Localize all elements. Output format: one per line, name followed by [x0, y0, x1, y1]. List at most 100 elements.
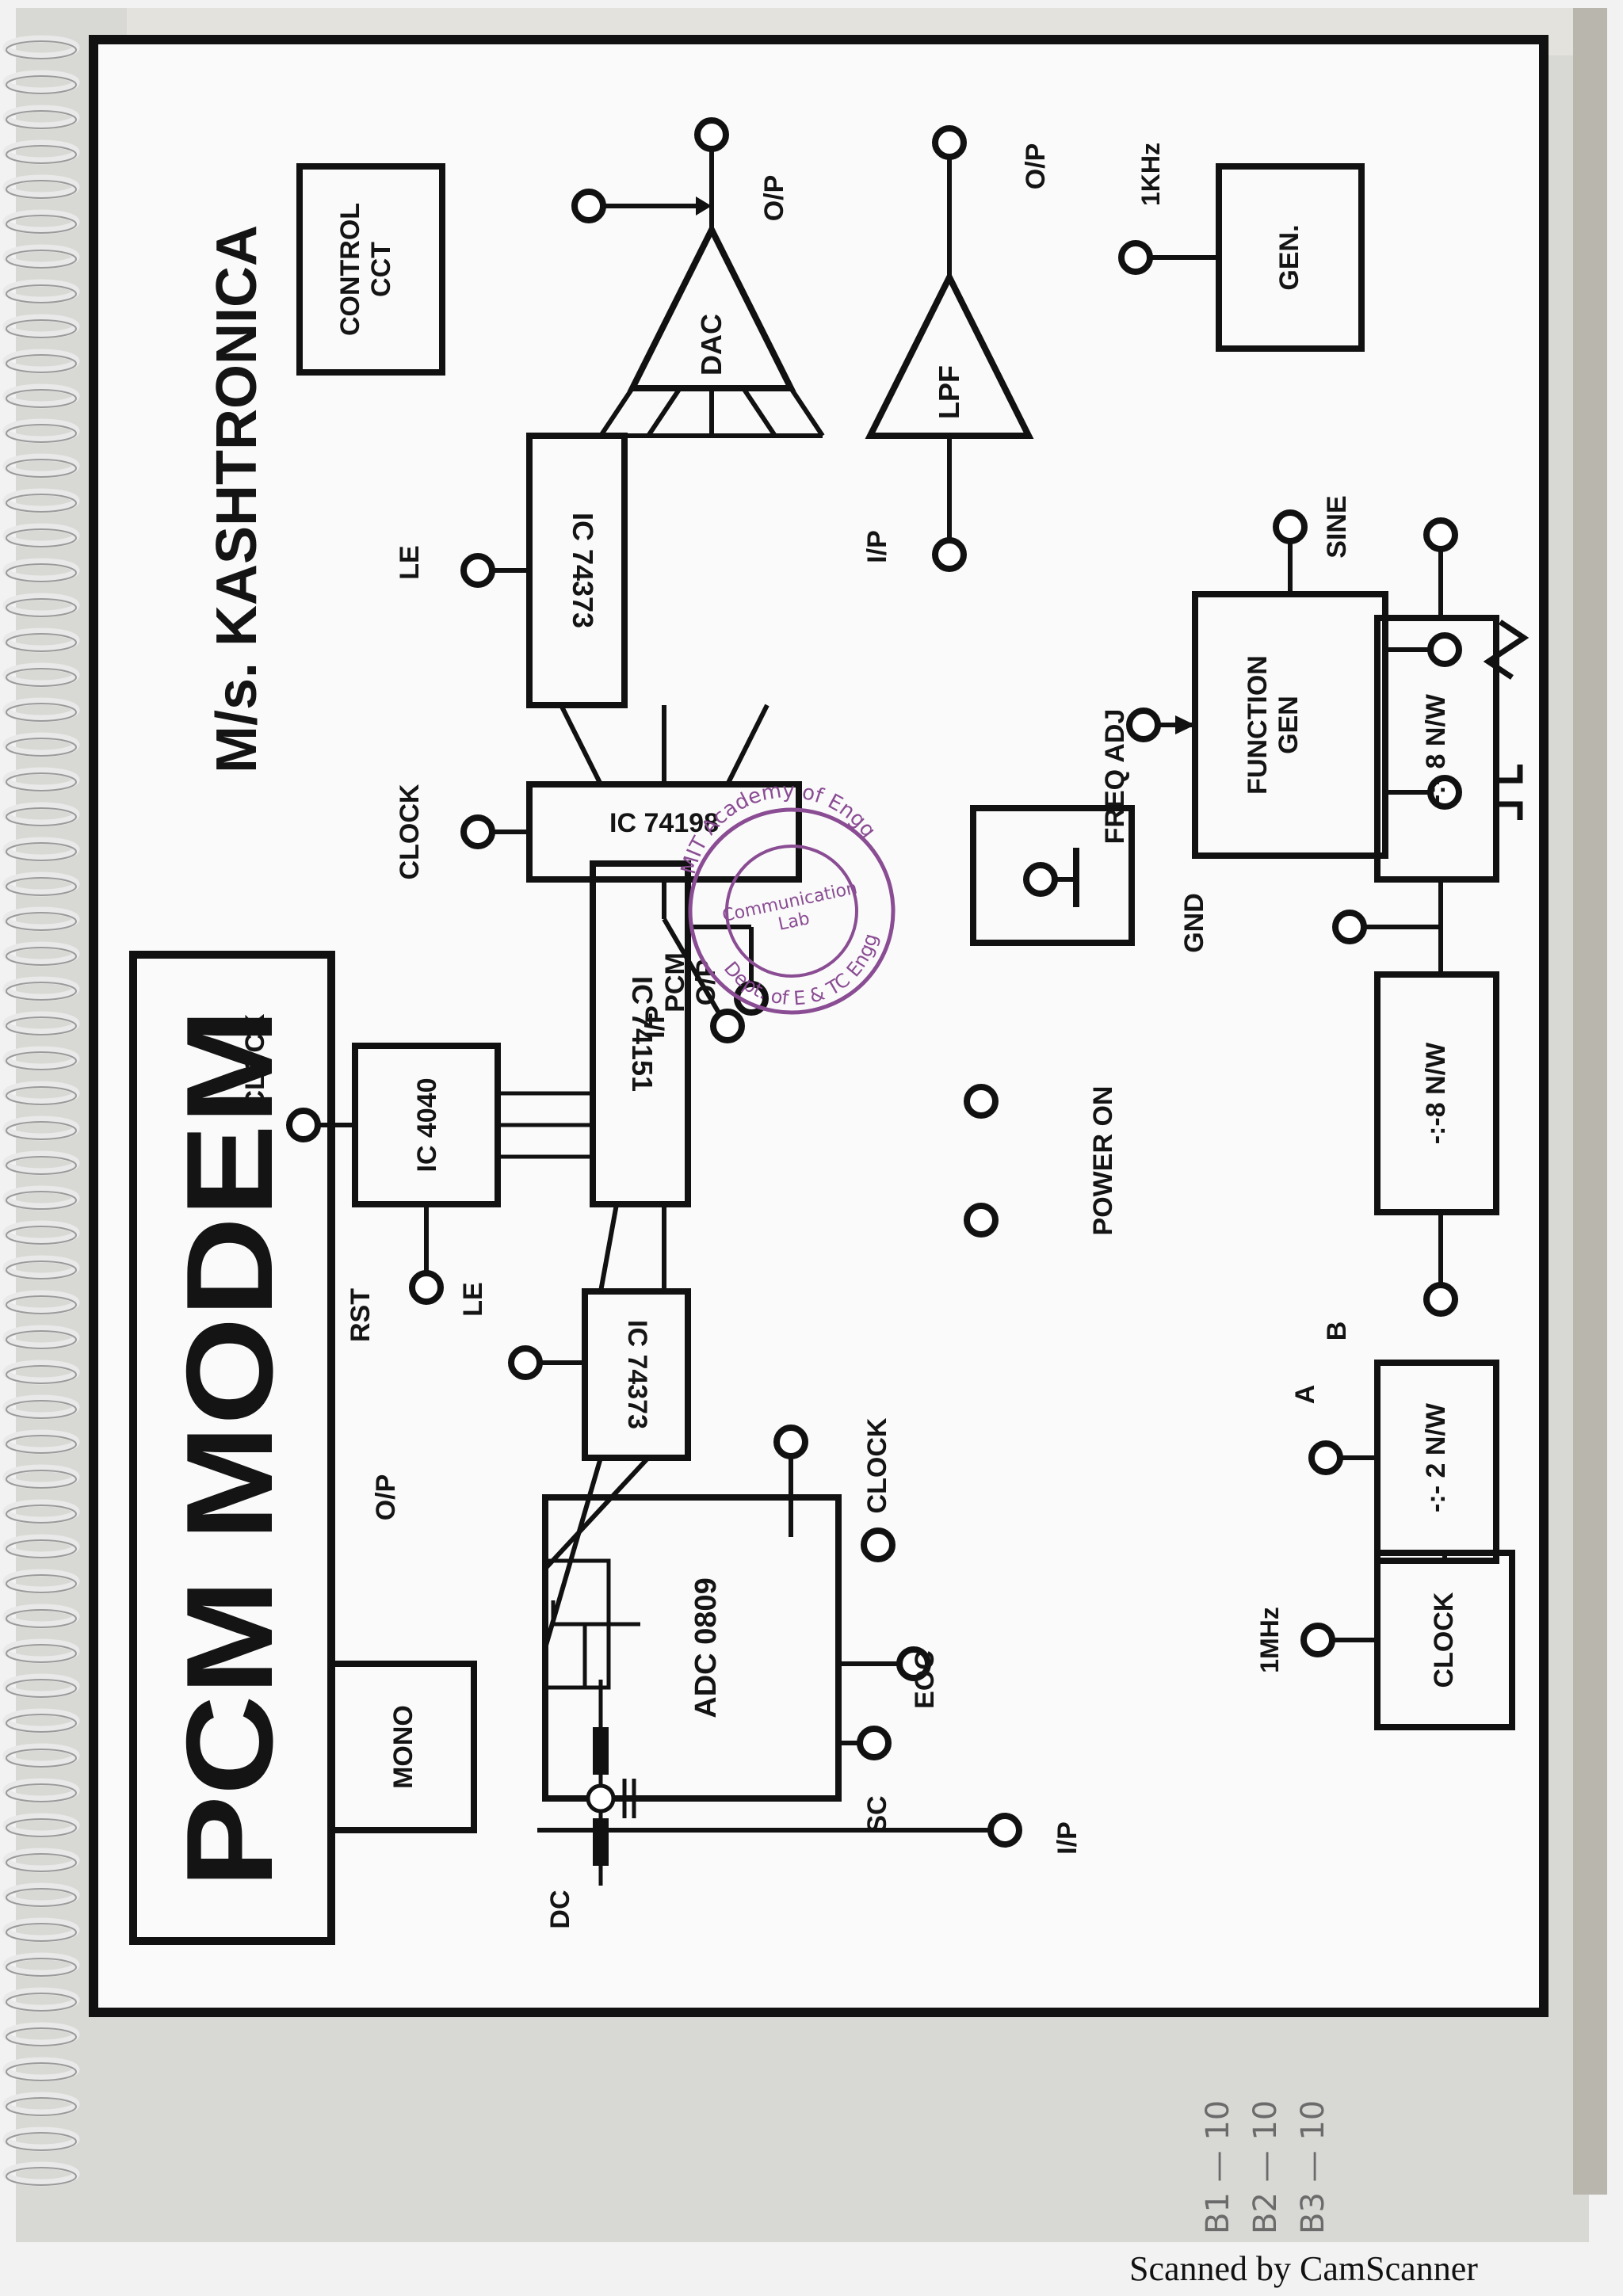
- dac-ref-terminal[interactable]: [571, 189, 606, 223]
- spiral-ring-shadow: [6, 75, 77, 94]
- spiral-ring-shadow: [6, 2062, 77, 2081]
- spiral-ring: [2, 1813, 80, 1838]
- b-terminal[interactable]: [1423, 1282, 1458, 1317]
- le-bottom-terminal[interactable]: [508, 1345, 543, 1380]
- clock-top-terminal[interactable]: [460, 814, 495, 849]
- freq-adj-knob[interactable]: [1126, 707, 1161, 742]
- gnd-terminal[interactable]: [1023, 862, 1058, 897]
- ip-bottom-terminal[interactable]: [987, 1813, 1022, 1848]
- lpf-label: LPF: [933, 365, 965, 419]
- triangle-output-terminal[interactable]: [1427, 632, 1462, 667]
- control-circuit-block: [296, 163, 445, 376]
- sc-label: SC: [862, 1795, 892, 1833]
- spiral-ring-shadow: [6, 145, 77, 164]
- ip-top-terminal[interactable]: [710, 1009, 745, 1043]
- lpf-input-label: I/P: [862, 530, 892, 563]
- divide-by-2-block: [1374, 1360, 1499, 1564]
- freq-adj-label: FREQ ADJ: [1100, 709, 1130, 845]
- spiral-ring: [2, 2126, 80, 2152]
- function-generator-label: FUNCTIONGEN: [1243, 655, 1304, 795]
- clock-4040-terminal[interactable]: [286, 1108, 321, 1142]
- gnd-block: [970, 805, 1135, 946]
- spiral-ring: [2, 349, 80, 374]
- spiral-ring: [2, 1081, 80, 1106]
- eoc-terminal[interactable]: [896, 1646, 931, 1681]
- div8-output-terminal[interactable]: [1423, 517, 1458, 552]
- spiral-ring: [2, 1220, 80, 1245]
- spiral-ring-shadow: [6, 1470, 77, 1489]
- spiral-ring-shadow: [6, 1714, 77, 1733]
- spiral-ring: [2, 976, 80, 1001]
- sine-output-terminal[interactable]: [1273, 509, 1308, 544]
- power-terminal-1[interactable]: [964, 1203, 999, 1238]
- spiral-ring-shadow: [6, 528, 77, 547]
- spiral-ring: [2, 1325, 80, 1350]
- rst-terminal[interactable]: [409, 1270, 444, 1305]
- clock-oscillator-label: CLOCK: [1429, 1592, 1459, 1688]
- spiral-ring: [2, 837, 80, 862]
- sc-terminal[interactable]: [857, 1726, 892, 1760]
- gnd-label: GND: [1179, 893, 1209, 953]
- spiral-ring: [2, 593, 80, 618]
- 1khz-output-terminal[interactable]: [1118, 240, 1153, 275]
- square-output-terminal[interactable]: [1427, 775, 1462, 810]
- a-terminal[interactable]: [1308, 1440, 1343, 1475]
- spiral-ring: [2, 1499, 80, 1524]
- spiral-binding: [2, 35, 80, 2187]
- spiral-ring: [2, 209, 80, 235]
- spiral-ring-shadow: [6, 1609, 77, 1628]
- spiral-ring: [2, 523, 80, 548]
- 1mhz-terminal[interactable]: [1300, 1623, 1335, 1657]
- dac-output-terminal[interactable]: [694, 117, 729, 152]
- spiral-ring-shadow: [6, 1121, 77, 1140]
- power-terminal-2[interactable]: [964, 1084, 999, 1119]
- adc-output-terminal[interactable]: [861, 1527, 896, 1562]
- divide-by-8-block-1: [1374, 971, 1499, 1215]
- adc-clock-terminal[interactable]: [773, 1425, 808, 1459]
- spiral-ring-shadow: [6, 1191, 77, 1210]
- spiral-ring: [2, 244, 80, 269]
- spiral-ring-shadow: [6, 982, 77, 1001]
- spiral-ring: [2, 1360, 80, 1385]
- spiral-ring-shadow: [6, 1435, 77, 1454]
- spiral-ring: [2, 1116, 80, 1141]
- spiral-ring: [2, 871, 80, 897]
- spiral-ring-shadow: [6, 1295, 77, 1314]
- lpf-output-terminal[interactable]: [932, 125, 967, 160]
- spiral-ring: [2, 70, 80, 95]
- spiral-ring-shadow: [6, 2097, 77, 2116]
- spiral-ring: [2, 1534, 80, 1559]
- triangle-wave-icon: [1483, 620, 1529, 680]
- spiral-ring-shadow: [6, 703, 77, 722]
- spiral-ring: [2, 627, 80, 653]
- spiral-ring: [2, 732, 80, 757]
- a-label: A: [1290, 1385, 1320, 1405]
- ic74198-label: IC 74198: [609, 808, 719, 838]
- adc-op-label: O/P: [371, 1474, 401, 1521]
- spiral-ring: [2, 314, 80, 339]
- spiral-ring: [2, 1150, 80, 1176]
- spiral-ring-shadow: [6, 633, 77, 652]
- spiral-ring: [2, 2092, 80, 2117]
- le-top-terminal[interactable]: [460, 553, 495, 588]
- div8-tap-terminal[interactable]: [1332, 910, 1367, 944]
- lpf-input-terminal[interactable]: [932, 537, 967, 572]
- maker-name: M/s. KASHTRONICA: [205, 225, 269, 773]
- spiral-ring: [2, 558, 80, 583]
- diagram-frame: [89, 35, 1549, 2017]
- spiral-ring-shadow: [6, 668, 77, 687]
- spiral-ring-shadow: [6, 389, 77, 408]
- title-box: [129, 951, 335, 1945]
- spiral-ring: [2, 174, 80, 200]
- spiral-ring: [2, 941, 80, 967]
- spiral-ring-shadow: [6, 1156, 77, 1175]
- page-title: PCM MODEM: [161, 1009, 298, 1888]
- spiral-ring: [2, 1848, 80, 1873]
- spiral-ring-shadow: [6, 319, 77, 338]
- spiral-ring-shadow: [6, 1644, 77, 1663]
- adc0809-label: ADC 0809: [689, 1577, 723, 1718]
- spiral-ring-shadow: [6, 772, 77, 791]
- spiral-ring-shadow: [6, 494, 77, 513]
- pcm-modem-diagram: PCM MODEM M/s. KASHTRONICA CONTROLCCT DA…: [129, 117, 1529, 1945]
- rst-label: RST: [346, 1288, 376, 1342]
